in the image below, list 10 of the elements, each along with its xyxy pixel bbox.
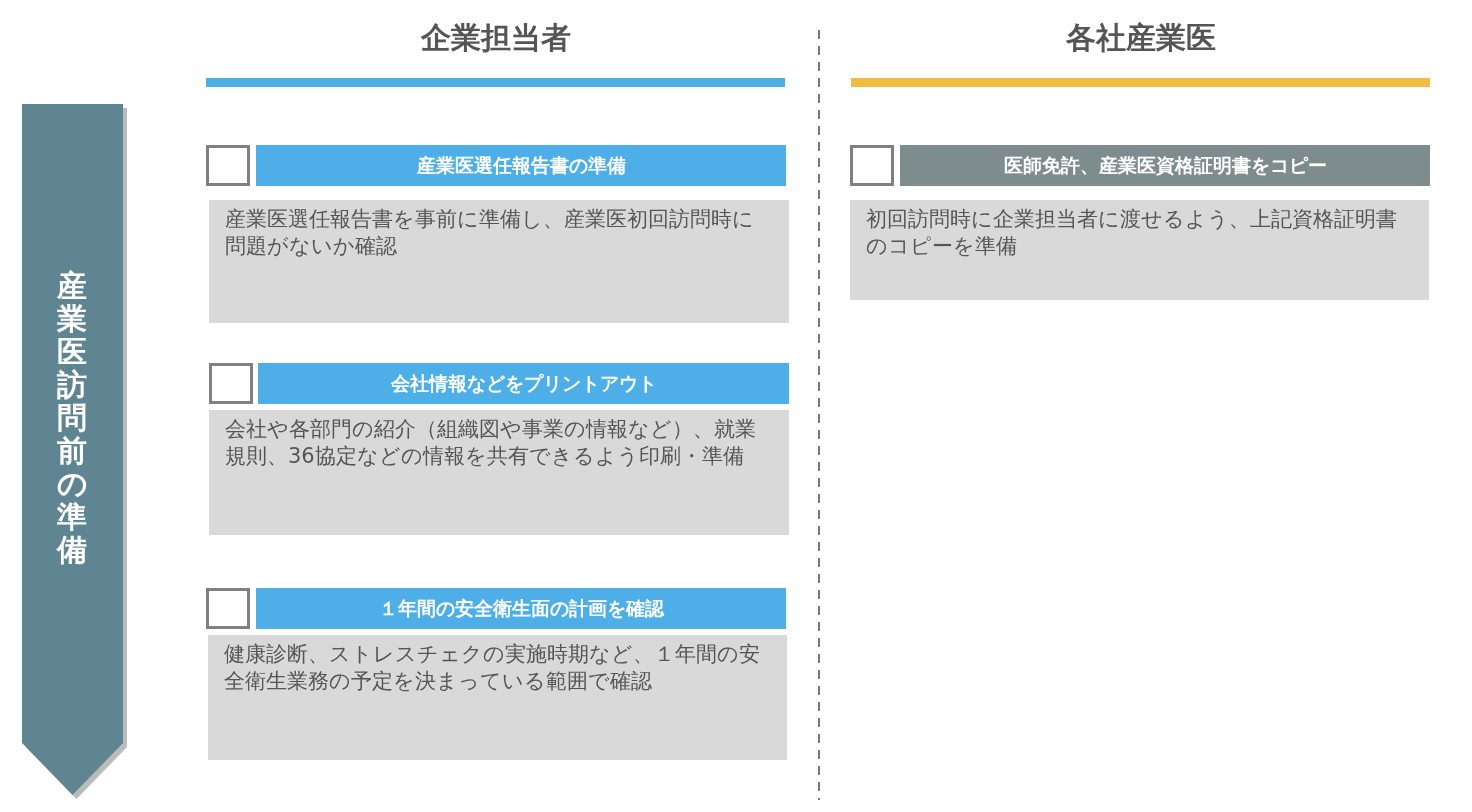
checklist-header: １年間の安全衛生面の計画を確認 xyxy=(256,588,786,629)
column-heading: 各社産業医 xyxy=(1064,19,1217,57)
description-box: 健康診断、ストレスチェクの実施時期など、１年間の安全衛生業務の予定を決まっている範囲で確認 xyxy=(208,635,787,760)
column-heading: 企業担当者 xyxy=(419,19,572,57)
description-box: 産業医選任報告書を事前に準備し、産業医初回訪問時に問題がないか確認 xyxy=(209,200,789,323)
description-box: 会社や各部門の紹介（組織図や事業の情報など）、就業規則、36協定などの情報を共有できるよう印刷・準備 xyxy=(209,410,789,535)
checklist-header: 医師免許、産業医資格証明書をコピー xyxy=(900,145,1430,186)
checklist-header: 産業医選任報告書の準備 xyxy=(256,145,786,186)
checklist-header: 会社情報などをプリントアウト xyxy=(258,363,789,404)
description-box: 初回訪問時に企業担当者に渡せるよう、上記資格証明書のコピーを準備 xyxy=(850,200,1429,300)
